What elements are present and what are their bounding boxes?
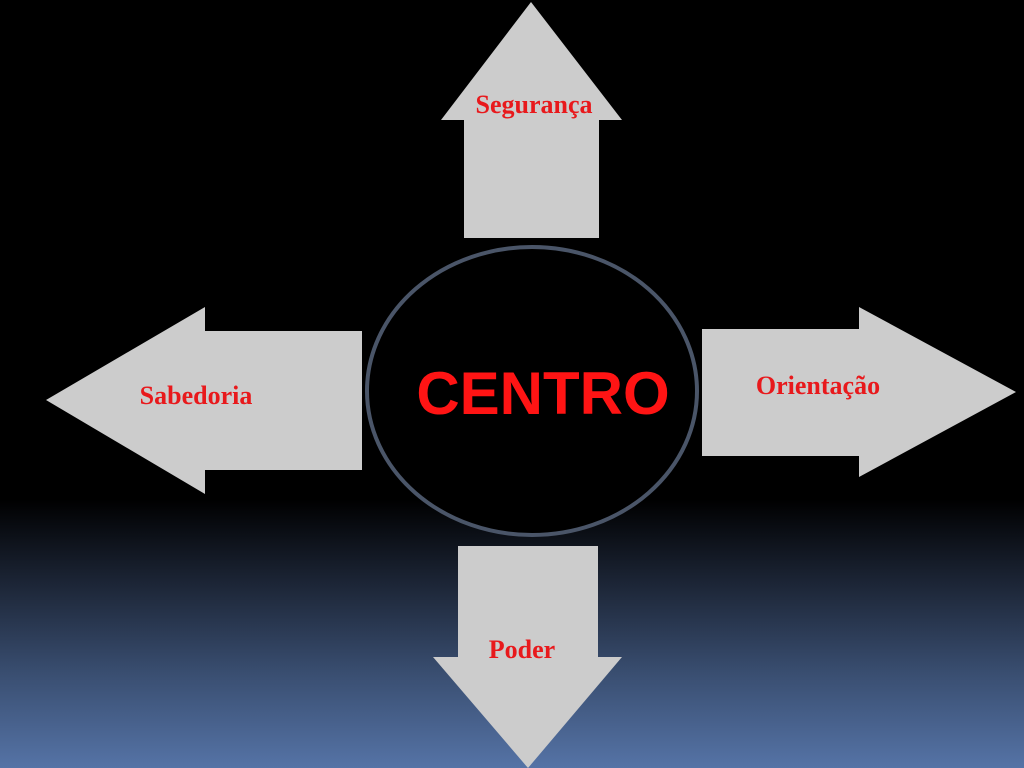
arrow-down-shape [433,546,622,768]
arrow-down: Poder [433,546,622,768]
arrow-down-label: Poder [489,635,555,664]
arrow-right-label: Orientação [756,371,880,400]
arrow-up-label: Segurança [476,90,593,119]
arrow-left-shape [46,307,362,494]
center-ellipse [365,245,699,537]
center-node: CENTRO [365,245,699,537]
arrow-up-shape [441,2,622,238]
arrow-left-label: Sabedoria [140,381,253,410]
arrow-right-shape [702,307,1016,477]
arrow-left: Sabedoria [46,307,362,494]
arrow-up: Segurança [441,2,622,238]
center-label: CENTRO [416,360,669,427]
arrow-right: Orientação [702,307,1016,477]
